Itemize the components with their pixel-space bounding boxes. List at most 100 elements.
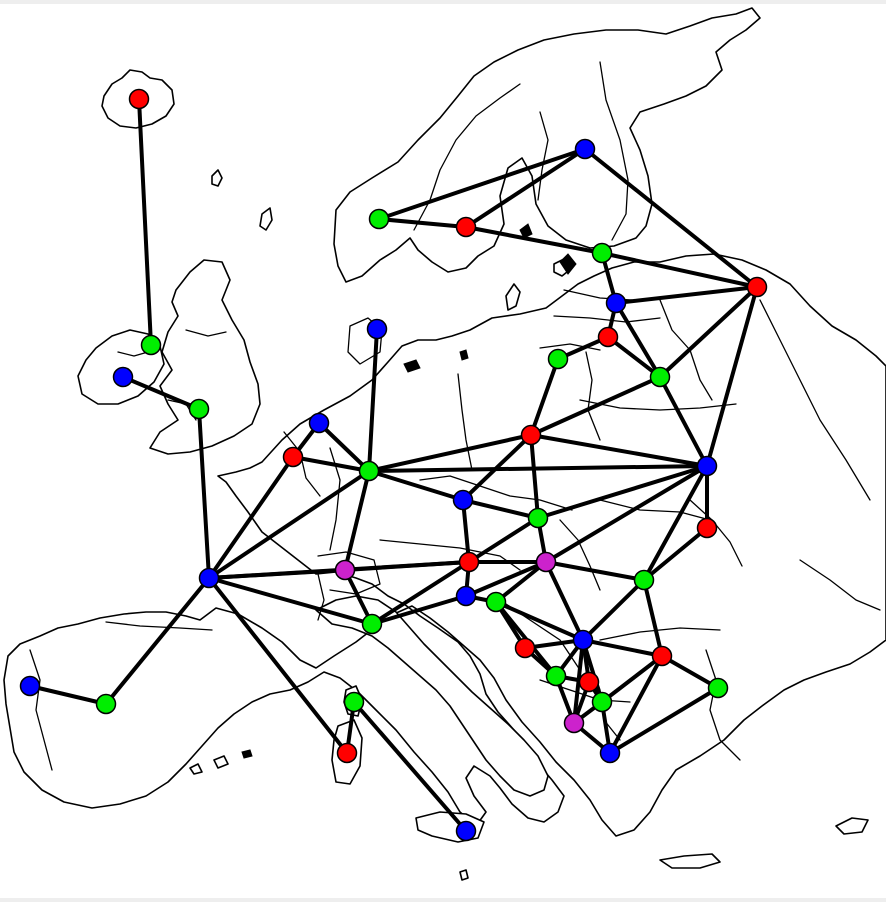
- border-czech-slovak: [419, 475, 573, 511]
- node-albania: [563, 712, 585, 734]
- border-romania-bulgaria: [599, 627, 721, 641]
- border-finland-russia: [599, 61, 629, 241]
- landmass-outlines: [3, 7, 886, 881]
- node-switzerland: [334, 559, 356, 581]
- edge-poland-ukraine: [529, 433, 709, 468]
- gotland-island: [505, 283, 521, 311]
- great-britain-outline: [149, 259, 261, 455]
- edge-iceland-n-ireland: [137, 97, 153, 347]
- edge-latvia-russia: [614, 285, 759, 305]
- edge-bulgaria-macedonia: [600, 654, 664, 704]
- node-poland: [520, 424, 542, 446]
- border-ireland-ni: [117, 351, 149, 357]
- edge-poland-slovakia: [529, 433, 540, 520]
- edge-portugal-spain: [28, 684, 108, 706]
- edge-slovakia-ukraine: [536, 464, 709, 520]
- node-slovenia: [455, 585, 477, 607]
- node-slovakia: [527, 507, 549, 529]
- edge-greece-turkey: [608, 686, 720, 755]
- edge-ukraine-hungary: [544, 464, 709, 564]
- node-lithuania: [597, 326, 619, 348]
- edge-bulgaria-turkey: [660, 654, 720, 690]
- edge-slovenia-italy: [370, 594, 468, 626]
- edge-russia-ukraine: [705, 285, 759, 468]
- node-sicily: [455, 820, 477, 842]
- edge-germany-switzerland: [343, 469, 371, 572]
- border-belarus-ukraine: [579, 399, 737, 411]
- edge-germany-ukraine: [367, 464, 709, 473]
- node-corsica: [343, 691, 365, 713]
- node-hungary: [535, 551, 557, 573]
- node-kosovo: [578, 671, 600, 693]
- node-bulgaria: [651, 645, 673, 667]
- border-ukraine-romania: [599, 499, 711, 521]
- lakes: [241, 223, 577, 759]
- lake-small-3: [241, 749, 253, 759]
- node-estonia: [591, 242, 613, 264]
- border-benelux: [283, 431, 321, 497]
- node-denmark: [366, 318, 388, 340]
- node-croatia: [485, 591, 507, 613]
- edge-belarus-ukraine: [658, 375, 709, 468]
- node-belarus: [649, 366, 671, 388]
- border-baltics-3: [539, 343, 601, 351]
- edge-latvia-belarus: [614, 301, 662, 379]
- edge-serbia-bulgaria: [581, 638, 664, 658]
- border-hungary-romania: [559, 519, 601, 591]
- node-uk: [188, 398, 210, 420]
- edge-hungary-croatia: [494, 560, 548, 604]
- edge-hungary-slovenia: [464, 560, 548, 598]
- edge-belgium-germany: [291, 455, 371, 473]
- edge-slovakia-austria: [467, 516, 540, 564]
- edge-croatia-serbia: [494, 600, 585, 642]
- edge-france-spain: [104, 576, 211, 706]
- node-russia: [746, 276, 768, 298]
- edge-poland-czechia: [461, 433, 533, 502]
- edge-netherlands-germany: [317, 421, 371, 473]
- border-switzerland: [317, 551, 381, 595]
- lake-onega: [519, 223, 533, 239]
- edge-sweden-finland: [464, 147, 587, 229]
- italy-outline: [315, 595, 549, 797]
- lake-ladoga: [559, 253, 577, 275]
- node-germany: [358, 460, 380, 482]
- edge-hungary-serbia: [544, 560, 585, 642]
- border-moldova: [689, 499, 743, 567]
- node-sardinia: [336, 742, 358, 764]
- faroe-islands: [211, 169, 223, 187]
- border-turkey: [705, 649, 741, 761]
- top-strip: [0, 0, 886, 4]
- node-greece: [599, 742, 621, 764]
- node-bosnia: [514, 637, 536, 659]
- node-latvia: [605, 292, 627, 314]
- edge-romania-bulgaria: [642, 578, 664, 658]
- edge-uk-france: [197, 407, 211, 580]
- edge-hungary-romania: [544, 560, 646, 582]
- edge-kaliningrad-poland: [529, 357, 560, 437]
- node-serbia: [572, 629, 594, 651]
- node-italy: [361, 613, 383, 635]
- node-norway: [368, 208, 390, 230]
- edge-romania-serbia: [581, 578, 646, 642]
- edge-serbia-macedonia: [581, 638, 604, 704]
- node-ukraine: [696, 455, 718, 477]
- edge-lithuania-belarus: [606, 335, 662, 379]
- edge-moldova-romania: [642, 526, 709, 582]
- edge-norway-finland: [377, 147, 587, 221]
- lake-small-2: [403, 359, 421, 373]
- edge-sweden-estonia: [464, 225, 604, 255]
- border-denmark: [347, 317, 383, 365]
- border-sweden-finland: [537, 111, 549, 201]
- border-russia-east: [759, 299, 871, 501]
- node-iceland: [128, 88, 150, 110]
- node-n-ireland: [140, 334, 162, 356]
- edge-belarus-poland: [529, 375, 662, 437]
- edge-denmark-germany: [367, 327, 379, 473]
- shetland-islands: [259, 207, 273, 231]
- bottom-strip: [0, 898, 886, 902]
- edge-germany-france: [207, 469, 371, 580]
- node-romania: [633, 569, 655, 591]
- edge-estonia-russia: [600, 251, 759, 289]
